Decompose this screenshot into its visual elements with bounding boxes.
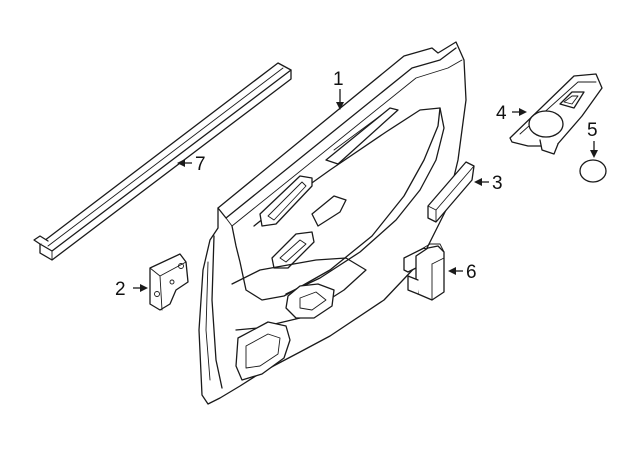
switch-bezel [509, 73, 603, 155]
callout-6: 6 [466, 262, 477, 283]
callout-1-arrow [336, 89, 344, 110]
callout-7-arrow [177, 159, 192, 167]
callout-2: 2 [115, 279, 126, 300]
window-switch [403, 243, 445, 301]
callout-1: 1 [333, 69, 344, 90]
callout-5-arrow [590, 141, 598, 158]
callout-4: 4 [496, 103, 507, 124]
callout-3-arrow [474, 178, 489, 186]
callout-6-arrow [448, 267, 463, 275]
callout-2-arrow [133, 284, 148, 292]
belt-molding-strip [33, 62, 292, 261]
callout-3: 3 [492, 173, 503, 194]
hole-plug [579, 159, 607, 183]
callout-4-arrow [512, 108, 527, 116]
mounting-bracket [149, 253, 189, 311]
door-trim-panel [198, 41, 467, 405]
trim-pad [427, 161, 475, 223]
callout-5: 5 [587, 120, 598, 141]
callout-7: 7 [195, 154, 206, 175]
